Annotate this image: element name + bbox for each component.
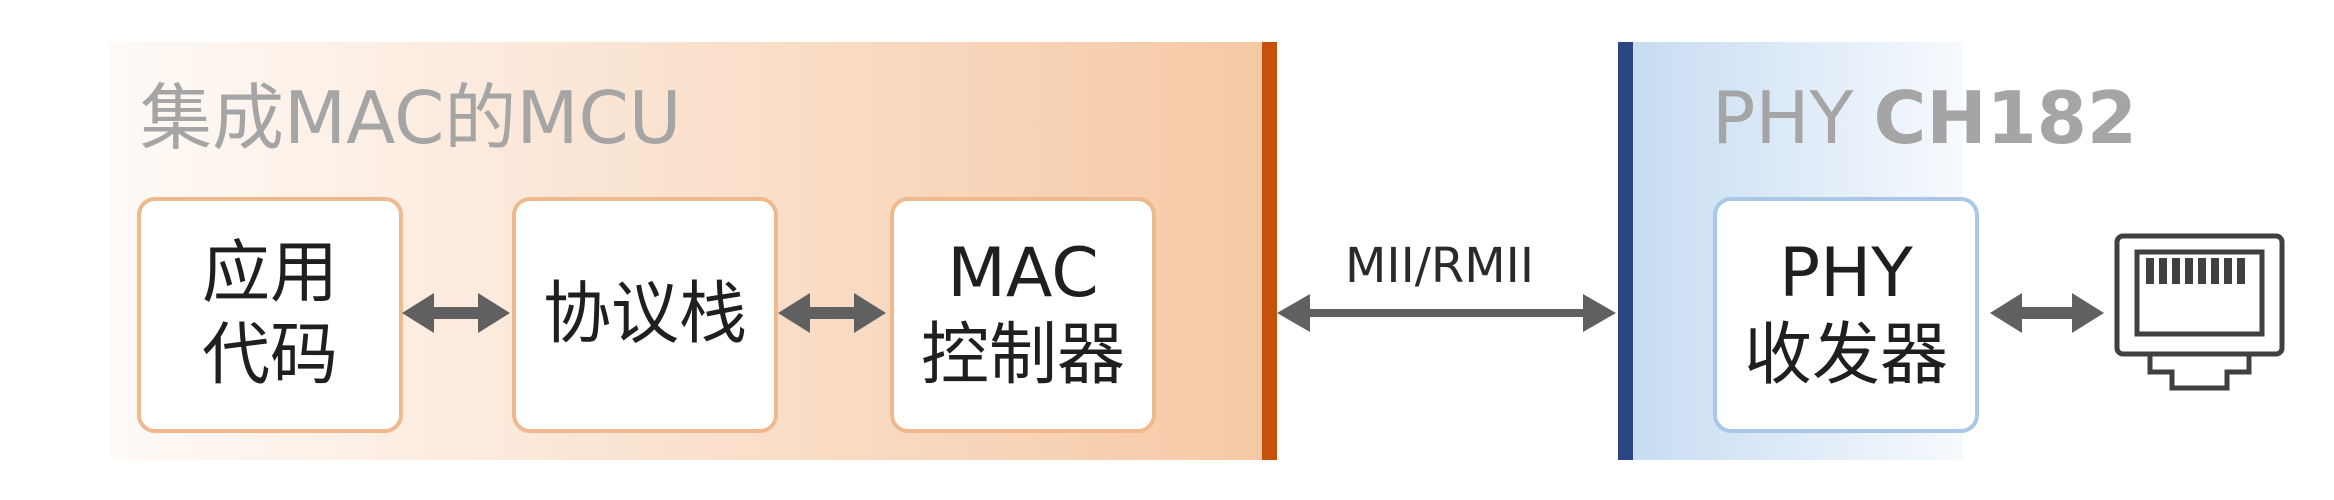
double-arrow-app-stack [402, 293, 510, 333]
block-line: PHY [1779, 234, 1913, 314]
phy-title-model: CH182 [1873, 76, 2137, 160]
mcu-boundary-bar [1262, 42, 1277, 460]
protocol-stack-block: 协议栈 [512, 197, 778, 433]
block-line: 控制器 [920, 316, 1125, 395]
double-arrow-mii-bus [1277, 294, 1616, 332]
double-arrow-phy-port [1990, 293, 2104, 333]
bus-label: MII/RMII [1345, 238, 1534, 294]
phy-boundary-bar [1618, 42, 1633, 460]
app-code-block: 应用 代码 [137, 197, 403, 433]
mac-controller-block: MAC 控制器 [890, 197, 1156, 433]
double-arrow-stack-mac [778, 293, 886, 333]
block-line: MAC [947, 234, 1099, 314]
block-line: 代码 [201, 316, 338, 395]
rj45-port-icon [2114, 233, 2285, 391]
block-line: 收发器 [1743, 316, 1948, 395]
block-line: 应用 [201, 234, 338, 314]
phy-transceiver-block: PHY 收发器 [1713, 197, 1979, 433]
phy-title-prefix: PHY [1712, 76, 1854, 160]
mcu-title: 集成MAC的MCU [140, 76, 682, 160]
block-line: 协议栈 [542, 275, 747, 355]
